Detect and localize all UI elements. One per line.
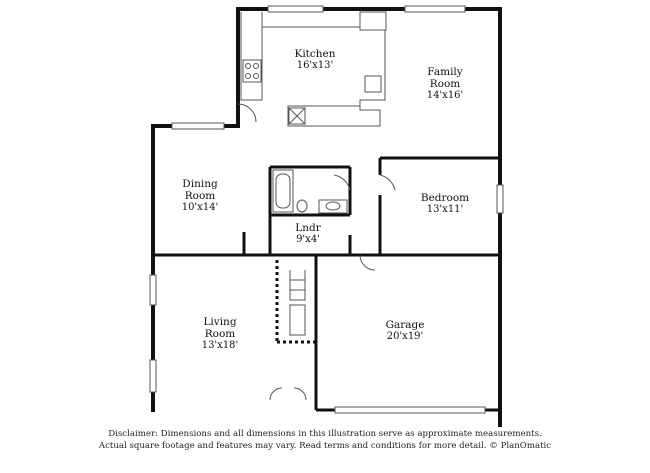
windows bbox=[149, 5, 504, 414]
bath-fixtures bbox=[272, 169, 348, 214]
family-room-label: Family Room 14'x16' bbox=[410, 66, 480, 102]
garage-size: 20'x19' bbox=[386, 331, 424, 342]
living-room-size: 13'x18' bbox=[201, 340, 239, 351]
laundry-label: Lndr 9'x4' bbox=[278, 222, 338, 246]
dining-room-name-1: Dining bbox=[182, 178, 218, 190]
garage-label: Garage 20'x19' bbox=[365, 319, 445, 343]
family-room-size: 14'x16' bbox=[426, 90, 464, 101]
kitchen-counters bbox=[240, 11, 387, 127]
laundry-size: 9'x4' bbox=[296, 234, 320, 245]
disclaimer-line-2: Actual square footage and features may v… bbox=[98, 441, 552, 451]
interior-walls bbox=[153, 104, 500, 412]
bedroom-size: 13'x11' bbox=[426, 204, 464, 215]
living-room-name-1: Living bbox=[203, 316, 237, 328]
bedroom-name: Bedroom bbox=[420, 192, 470, 204]
kitchen-size: 16'x13' bbox=[296, 60, 334, 71]
stairs bbox=[275, 260, 316, 344]
bedroom-label: Bedroom 13'x11' bbox=[405, 192, 485, 216]
dining-room-name-2: Room bbox=[184, 190, 216, 202]
disclaimer: Disclaimer: Dimensions and all dimension… bbox=[0, 428, 650, 452]
family-room-name-2: Room bbox=[429, 78, 461, 90]
disclaimer-line-1: Disclaimer: Dimensions and all dimension… bbox=[108, 429, 542, 439]
garage-name: Garage bbox=[385, 319, 425, 331]
dining-room-size: 10'x14' bbox=[181, 202, 219, 213]
kitchen-name: Kitchen bbox=[294, 48, 336, 60]
stair-treads bbox=[289, 270, 306, 336]
dining-room-label: Dining Room 10'x14' bbox=[165, 178, 235, 214]
kitchen-label: Kitchen 16'x13' bbox=[280, 48, 350, 72]
family-room-name-1: Family bbox=[427, 66, 463, 78]
doors bbox=[237, 103, 396, 401]
living-room-name-2: Room bbox=[204, 328, 236, 340]
laundry-name: Lndr bbox=[295, 222, 321, 234]
living-room-label: Living Room 13'x18' bbox=[185, 316, 255, 352]
